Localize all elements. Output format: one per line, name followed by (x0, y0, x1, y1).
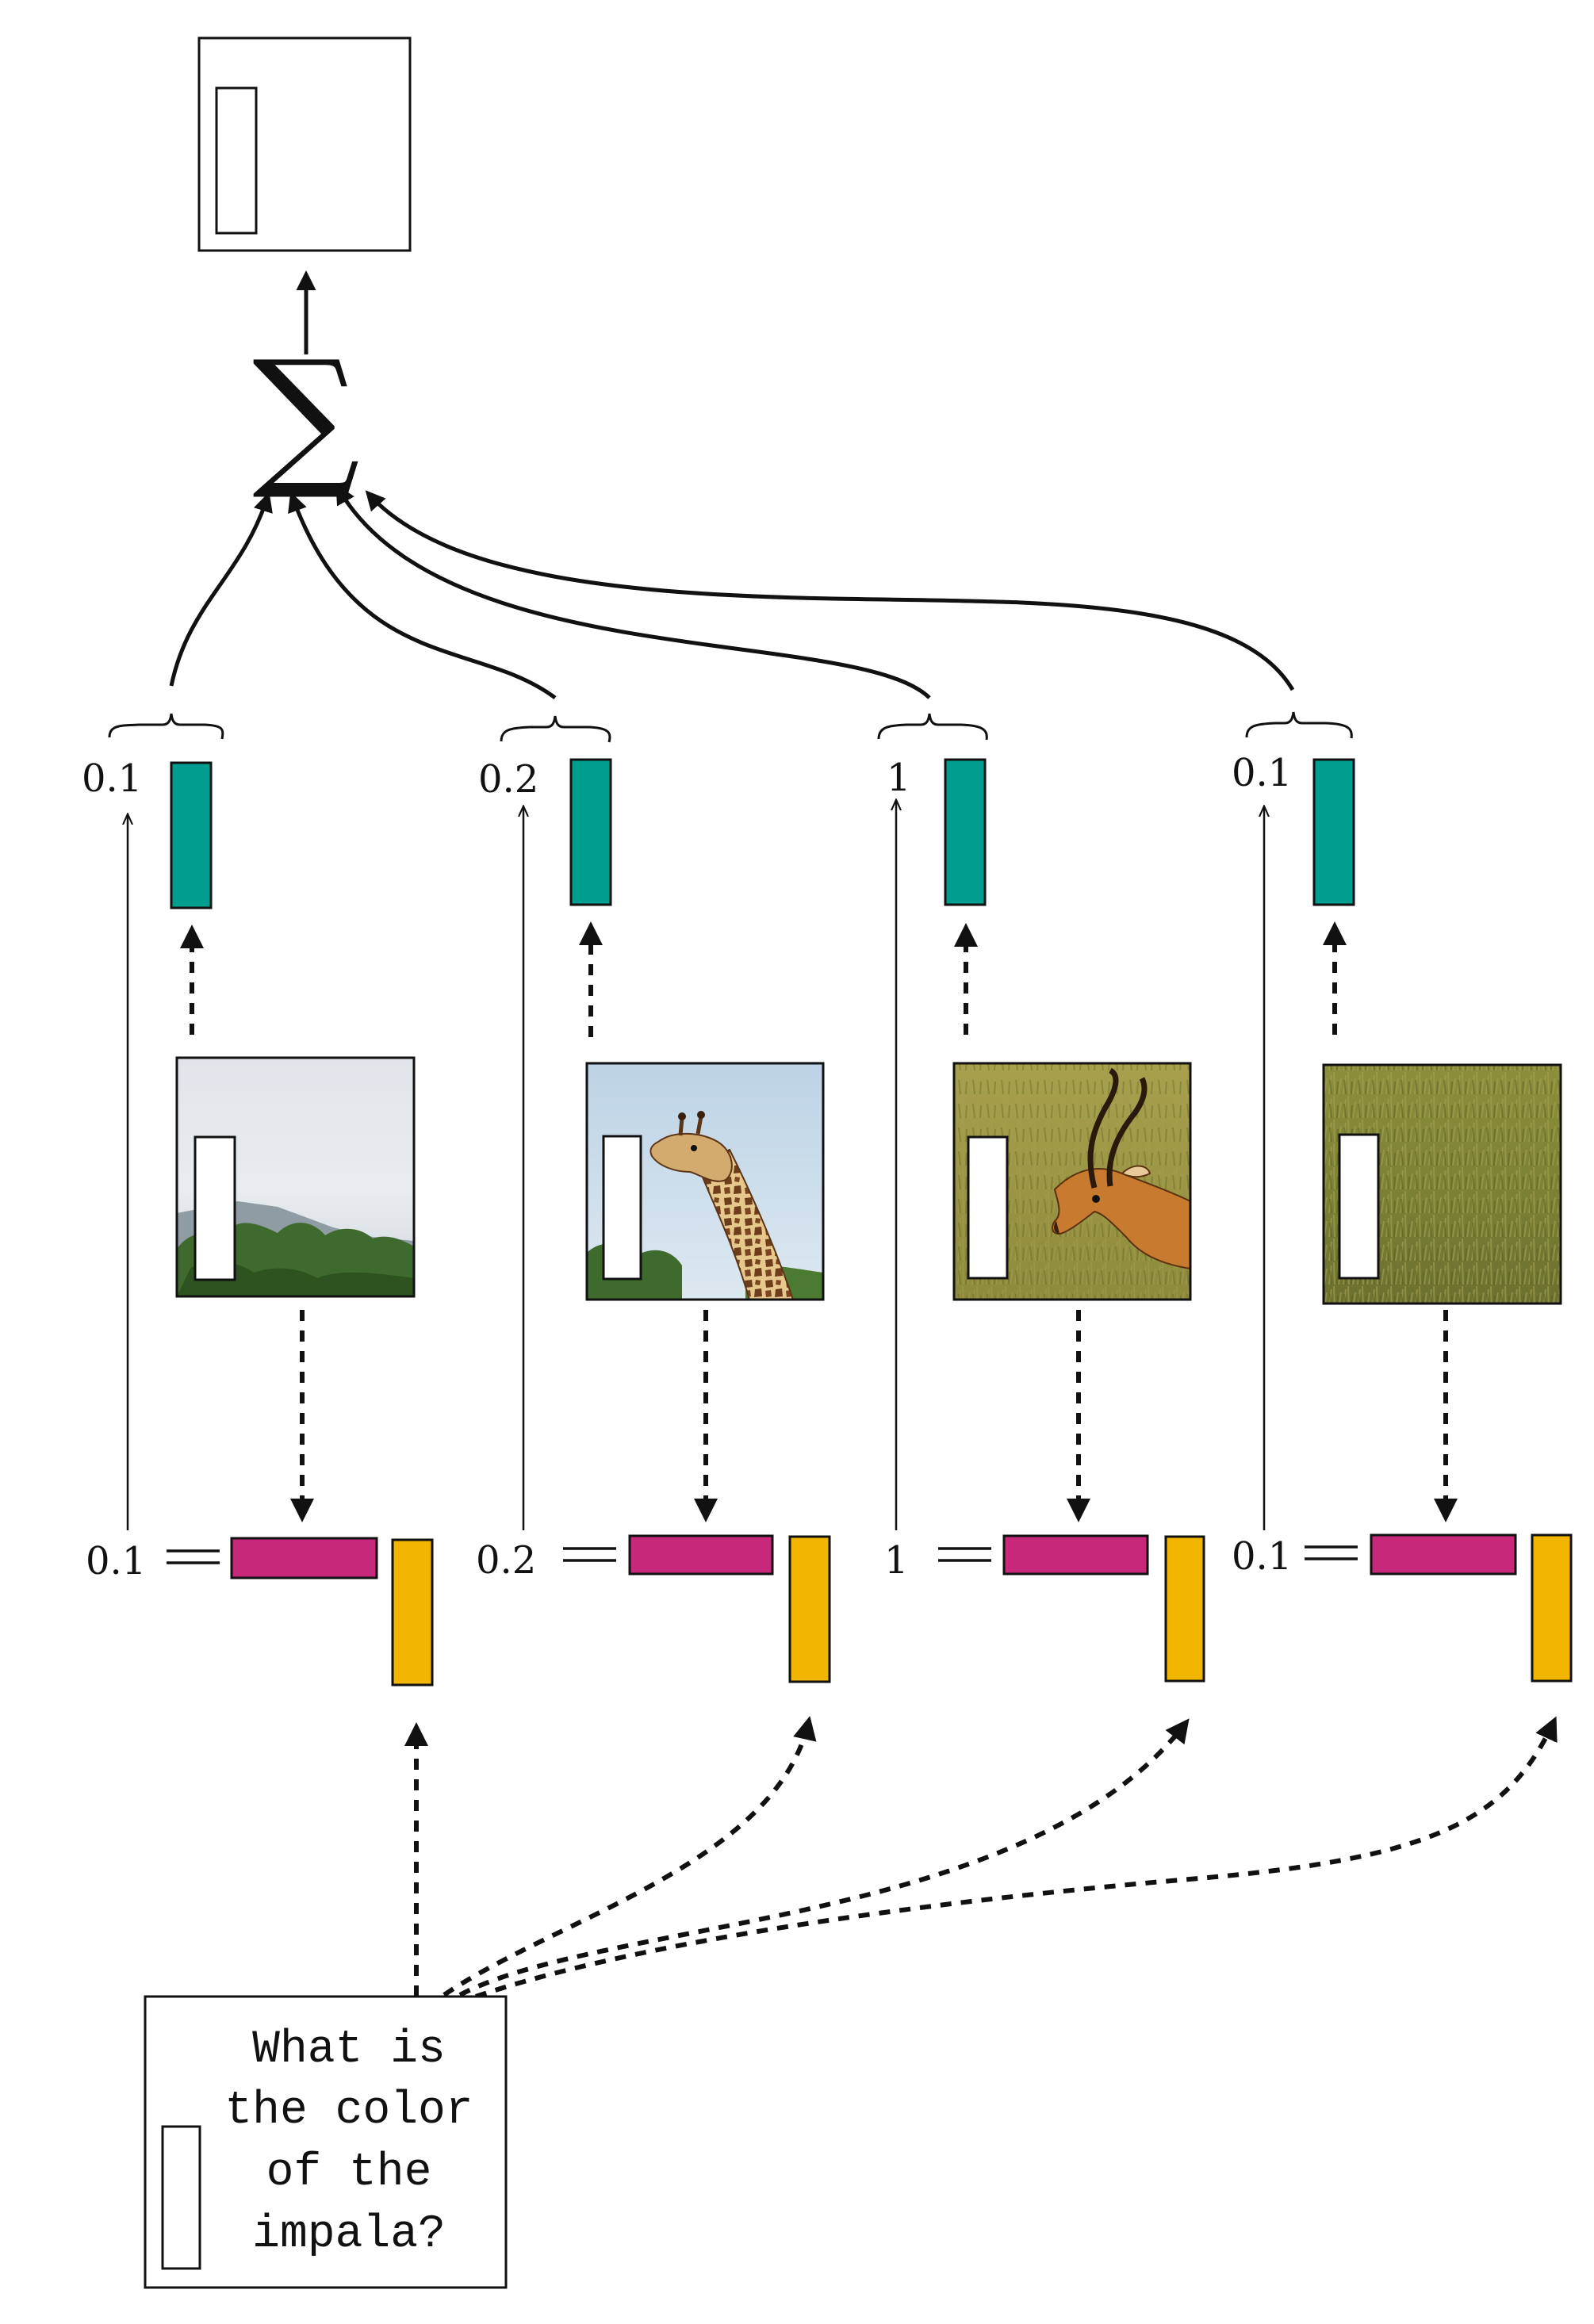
question-box: What is the color of the impala? (144, 1995, 508, 2289)
column-4: 0.1 0.1 (1232, 711, 1573, 1683)
question-vector (1531, 1533, 1573, 1683)
scene-image (175, 1056, 416, 1298)
scene-image (1322, 1063, 1562, 1305)
question-vector (1164, 1535, 1205, 1683)
question-line-1: What is (252, 2024, 446, 2076)
output-vector (1312, 758, 1355, 906)
weight-label-top: 0.2 (478, 757, 538, 802)
image-vector (230, 1537, 378, 1579)
weight-label-top: 0.1 (82, 756, 142, 801)
image-vector (1002, 1534, 1149, 1575)
column-1: 0.1 0.1 (82, 713, 434, 1687)
output-vector (170, 761, 213, 909)
question-line-2: the color (224, 2085, 473, 2137)
output-vector (944, 758, 987, 906)
column-2: 0.2 0.2 (476, 715, 831, 1683)
weight-label-eq: 1 (884, 1538, 909, 1583)
question-line-4: impala? (252, 2209, 446, 2261)
weight-label-eq: 0.2 (476, 1538, 536, 1583)
weight-label-top: 1 (887, 756, 911, 800)
output-box (197, 36, 412, 252)
image-vector (1370, 1533, 1517, 1575)
question-arrows (404, 1716, 1558, 1999)
question-vector (391, 1538, 434, 1687)
weight-label-eq: 0.1 (1232, 1534, 1292, 1579)
output-vector (569, 758, 612, 906)
question-vector (788, 1535, 831, 1683)
weighted-sum-arrows (169, 484, 1295, 700)
sum-symbol: ∑ (252, 328, 360, 503)
question-line-3: of the (266, 2147, 432, 2199)
scene-image (952, 1062, 1192, 1301)
image-vector (628, 1534, 774, 1575)
scene-image (585, 1062, 825, 1301)
weight-label-top: 0.1 (1232, 751, 1292, 795)
column-3: 1 1 (877, 713, 1205, 1683)
weight-label-eq: 0.1 (86, 1539, 146, 1583)
